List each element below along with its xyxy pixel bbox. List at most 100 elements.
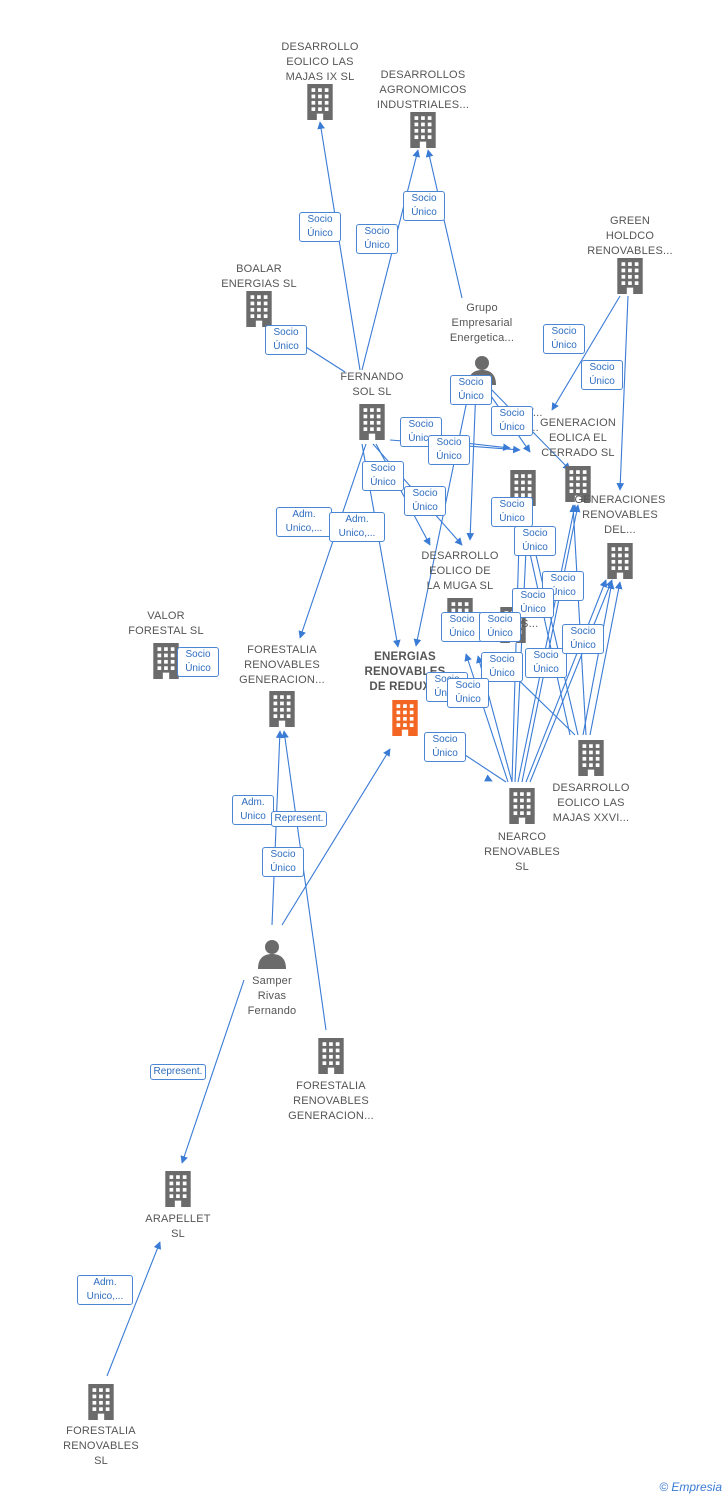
edge-label-line: Socio — [487, 614, 513, 625]
edge-label-line: Socio — [370, 463, 396, 474]
node-label-line: Grupo — [466, 302, 498, 314]
edge-label-line: Socio — [429, 673, 465, 687]
edge-label-line: Socio — [364, 226, 390, 237]
edge-label[interactable]: Adm.Unico,... — [329, 512, 385, 542]
edge-label[interactable]: Adm.Unico,... — [77, 1275, 133, 1305]
edge-label-line: Socio — [551, 326, 577, 337]
node-label-line: BOALAR — [236, 263, 282, 275]
building-icon[interactable] — [318, 1038, 344, 1074]
edge-label-line: Único — [533, 664, 559, 675]
node-label-line: SL — [171, 1228, 185, 1240]
edge-label-line: Socio — [436, 437, 462, 448]
building-icon[interactable] — [88, 1384, 114, 1420]
edge-label[interactable]: Represent. — [271, 811, 327, 827]
edge-label-line: Único — [499, 422, 525, 433]
edge-label-line: Único — [412, 502, 438, 513]
node-label-line: FORESTALIA — [296, 1080, 366, 1092]
edge-line — [464, 653, 509, 783]
node-label-line: SOL SL — [352, 386, 392, 398]
building-icon[interactable] — [269, 691, 295, 727]
building-icon[interactable] — [165, 1171, 191, 1207]
node-label[interactable]: ARAPELLET SL — [118, 1212, 238, 1242]
edge-label[interactable]: Represent. — [150, 1064, 206, 1080]
building-icon[interactable] — [359, 404, 385, 440]
building-icon[interactable] — [607, 543, 633, 579]
node-label-line: NEARCO — [497, 831, 547, 843]
edge-label-line: Socio — [270, 849, 296, 860]
node-label-line: DESARROLLOS — [380, 69, 466, 81]
node-label-line: DESARROLLO — [421, 550, 499, 562]
edge-label-line: Socio — [489, 654, 515, 665]
edge-line — [466, 385, 477, 541]
node-label-line: INDUSTRIALES... — [376, 99, 470, 111]
node-label-line: GREEN — [609, 215, 651, 227]
person-icon[interactable] — [258, 940, 286, 969]
edge-label-line: Único — [273, 341, 299, 352]
node-label-line: DESARROLLO — [281, 41, 359, 53]
node-label-line: VALOR — [147, 610, 185, 622]
brand-logo: Empresia — [671, 1480, 722, 1494]
edge-label-line: Socio — [412, 488, 438, 499]
building-icon[interactable] — [578, 740, 604, 776]
edge-label[interactable]: Adm.Unico — [232, 795, 274, 825]
edge-label-line: Socio — [589, 362, 615, 373]
node-label-line: ARAPELLET — [145, 1213, 211, 1225]
edge-label-line: Único — [589, 376, 615, 387]
edge-label-line: Unico,... — [86, 1291, 124, 1302]
edge-label-line: Adm. — [241, 797, 265, 808]
node-label-line: RENOVABLES — [293, 1095, 369, 1107]
building-icon[interactable] — [410, 112, 436, 148]
edge-label-line: Único — [455, 694, 481, 705]
node-label-line: RENOVABLES — [582, 509, 658, 521]
building-icon[interactable] — [307, 84, 333, 120]
building-icon[interactable] — [392, 700, 418, 736]
edge-label-line: Único — [487, 628, 513, 639]
building-icon[interactable] — [246, 291, 272, 327]
node-label-line: DEL... — [604, 524, 636, 536]
edge-label[interactable]: Adm.Unico,... — [276, 507, 332, 537]
building-icon[interactable] — [617, 258, 643, 294]
building-icon[interactable] — [153, 643, 179, 679]
node-label-line: Energetica... — [449, 332, 515, 344]
edge-line — [484, 774, 493, 782]
